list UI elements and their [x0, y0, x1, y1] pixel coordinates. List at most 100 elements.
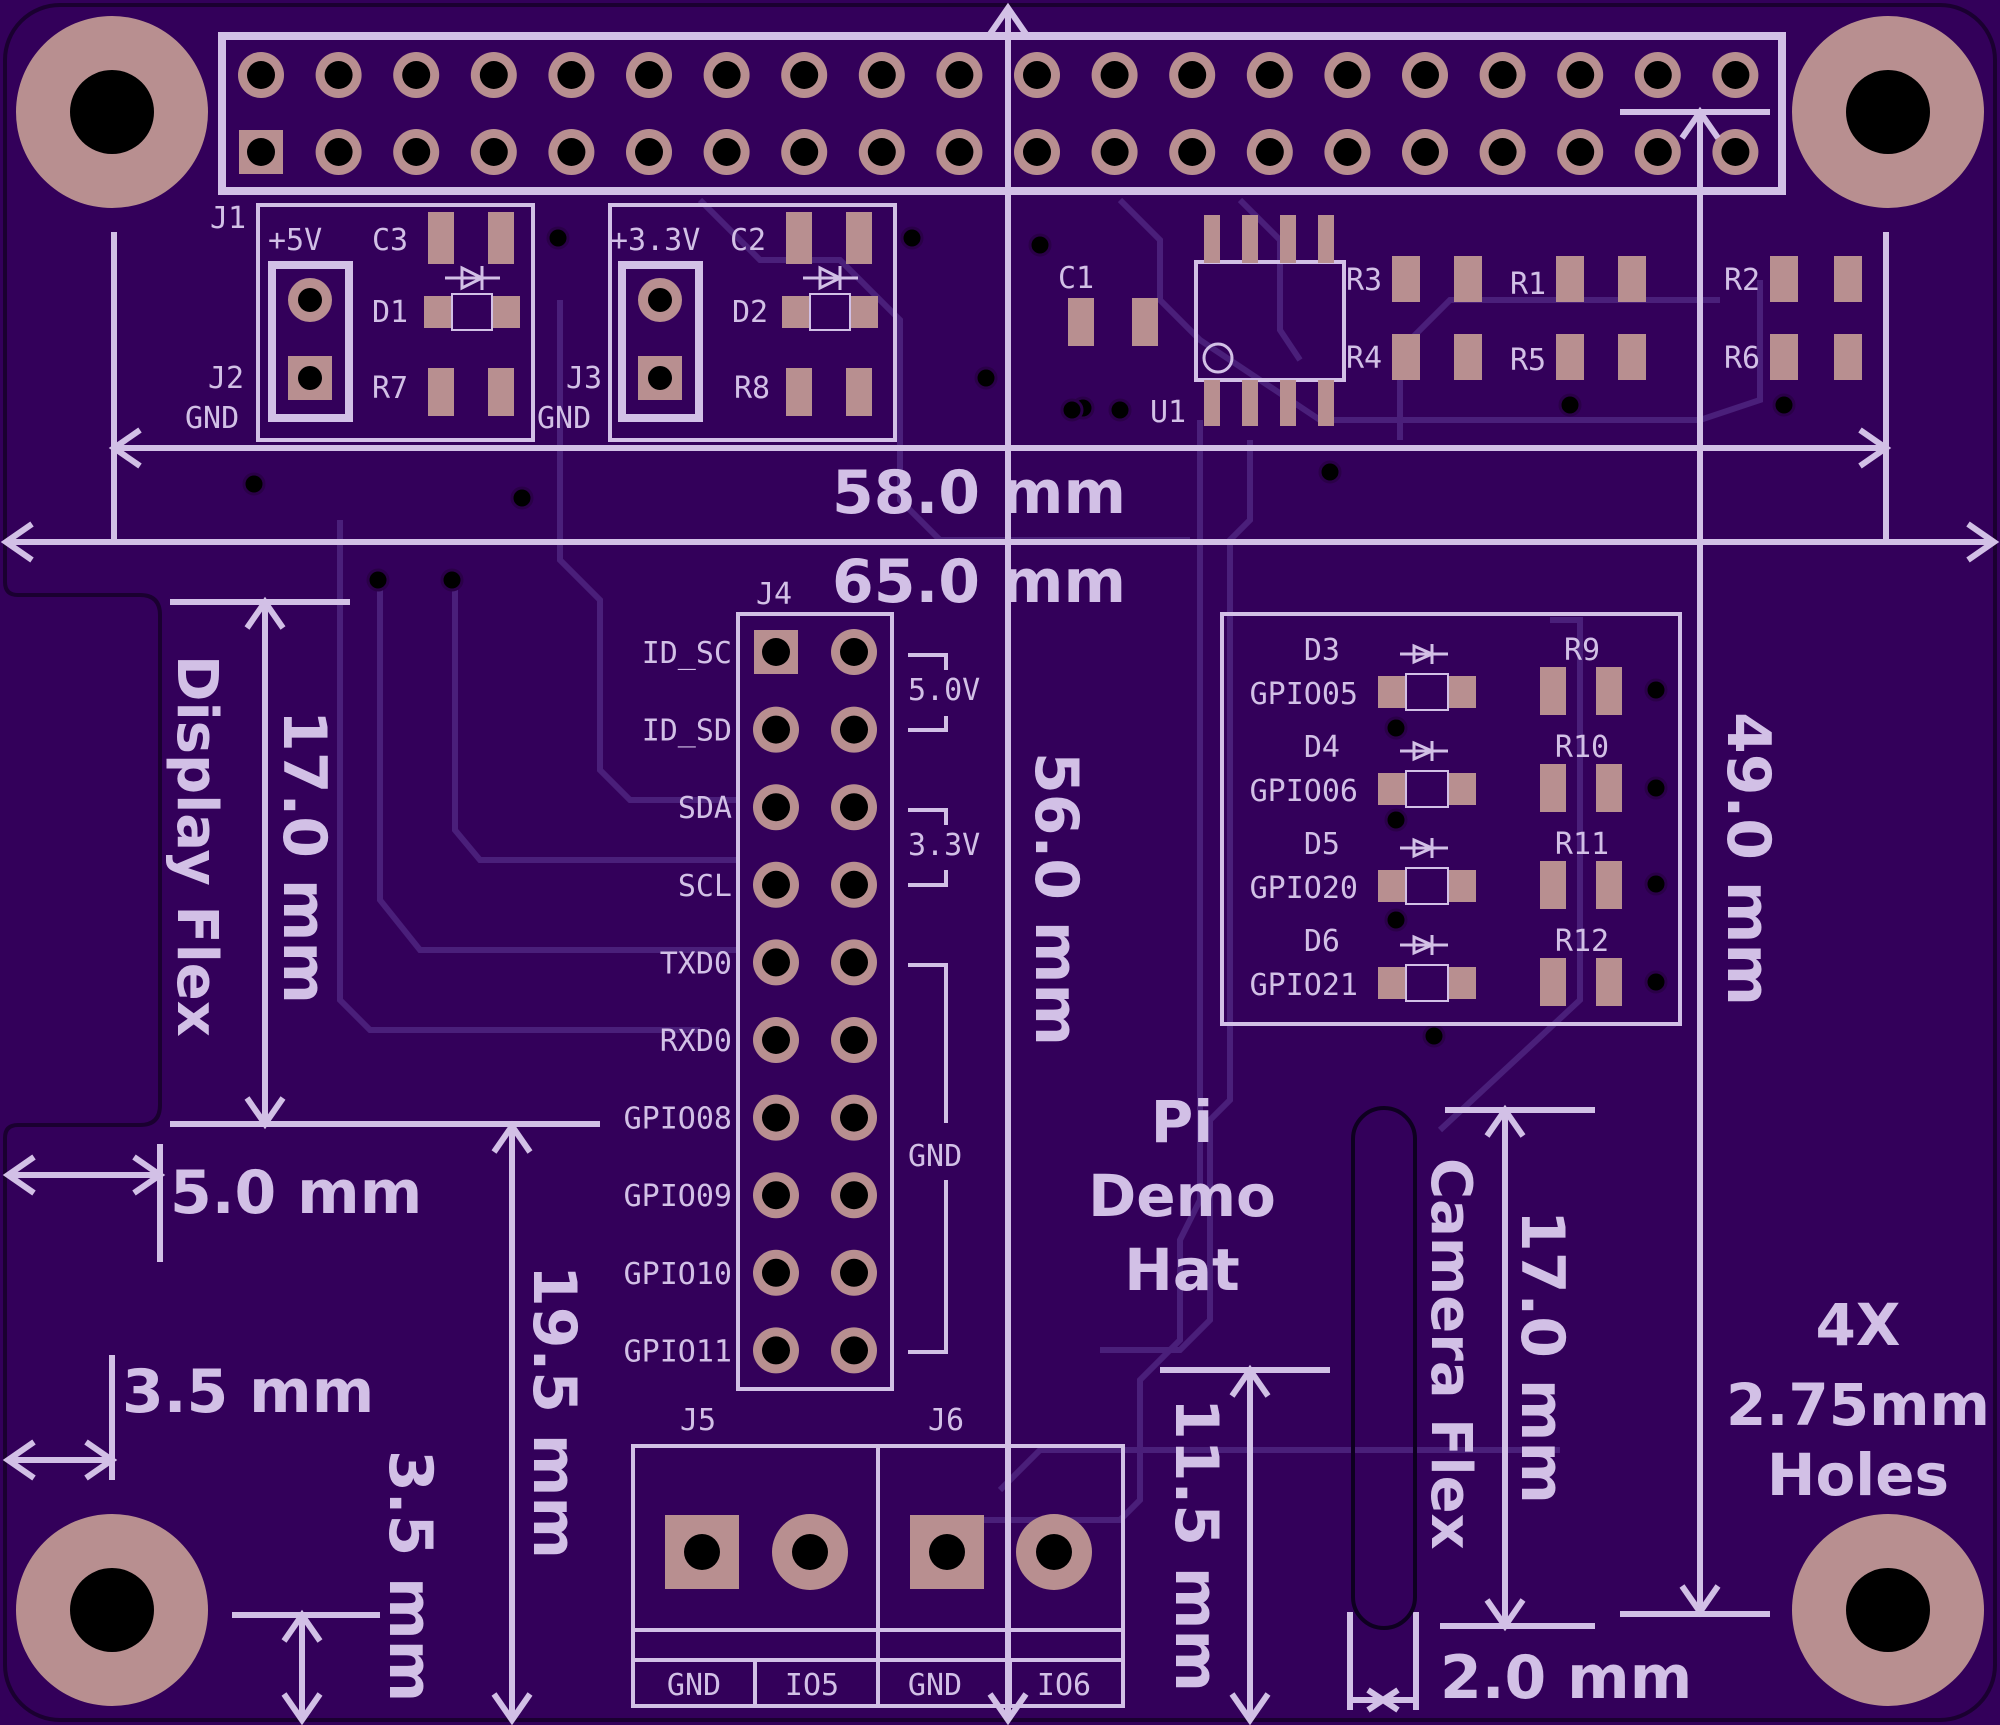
note-display-flex: Display Flex [164, 655, 229, 1037]
mounting-hole-tl [16, 16, 208, 208]
led-diode-label: D4 [1304, 730, 1340, 765]
label-j1: J1 [210, 201, 246, 236]
j4-pin-row: TXD0 [660, 939, 877, 986]
note-camera-flex: Camera Flex [1418, 1158, 1483, 1550]
via [1384, 716, 1408, 740]
j1-pin [703, 52, 750, 98]
j1-pin [470, 52, 517, 98]
j1-pin [1634, 52, 1681, 98]
u1-pin [1204, 380, 1220, 426]
dim-3-5mm-v: 3.5 mm [375, 1450, 445, 1702]
dim-56mm: 56.0 mm [1021, 752, 1091, 1046]
terminal-label-j5-io5: IO5 [785, 1668, 839, 1703]
dim-17mm-camera: 17.0 mm [1507, 1210, 1577, 1504]
camera-flex-slot [1351, 1106, 1417, 1630]
led-gpio-label: GPIO21 [1250, 968, 1358, 1003]
led-gpio-label: GPIO06 [1250, 774, 1358, 809]
label-r3: R3 [1346, 263, 1382, 298]
label-j5: J5 [680, 1403, 716, 1438]
via [1644, 872, 1668, 896]
j4-pin-label: ID_SC [642, 636, 732, 671]
led-block: D3GPIO05R9D4GPIO06R10D5GPIO20R11D6GPIO21… [1220, 612, 1682, 1026]
j1-pin [1091, 52, 1138, 98]
j4-pin-row: GPIO10 [624, 1249, 877, 1296]
label-c2: C2 [730, 223, 766, 258]
j1-pin [1246, 52, 1293, 98]
led-resistor-label: R12 [1555, 924, 1609, 959]
terminal-label-j6-gnd: GND [908, 1668, 962, 1703]
j1-pin [393, 129, 440, 175]
j1-pin [936, 129, 983, 175]
j1-pin [548, 52, 595, 98]
via [1060, 398, 1084, 422]
j1-pin [393, 52, 440, 98]
dim-5mm: 5.0 mm [170, 1158, 422, 1228]
via [1318, 460, 1342, 484]
j1-pin [781, 129, 828, 175]
j1-pin [858, 129, 905, 175]
label-r7: R7 [372, 371, 408, 406]
j1-pin [1324, 52, 1371, 98]
label-j3-gnd: GND [537, 401, 591, 436]
j1-pin [1479, 129, 1526, 175]
label-r6: R6 [1724, 341, 1760, 376]
led-resistor-label: R10 [1555, 730, 1609, 765]
label-3v3: +3.3V [610, 223, 700, 258]
u1-pin [1242, 215, 1258, 263]
j4-group-3v3: 3.3V [908, 828, 980, 863]
board-title-line3: Hat [1124, 1236, 1239, 1304]
j1-pin [315, 129, 362, 175]
dim-2mm: 2.0 mm [1440, 1643, 1692, 1713]
led-gpio-label: GPIO20 [1250, 871, 1358, 906]
j1-pin [470, 129, 517, 175]
terminal-label-j6-io6: IO6 [1037, 1668, 1091, 1703]
via [440, 568, 464, 592]
power-5v-block: +5V C3 D1 R7 J2 GND [185, 203, 535, 442]
j1-pin [1324, 129, 1371, 175]
j1-pin [1169, 52, 1216, 98]
ic-u1-block: U1 C1 R3 R4 R1 R5 R2 R6 [1058, 215, 1862, 430]
vias [242, 226, 1796, 1048]
label-u1: U1 [1150, 395, 1186, 430]
label-r8: R8 [734, 371, 770, 406]
j1-pin [1402, 129, 1448, 175]
j4-pin-label: RXD0 [660, 1024, 732, 1059]
board-outline [3, 3, 1997, 1722]
dim-58mm: 58.0 mm [832, 458, 1126, 528]
j1-pin [703, 129, 750, 175]
j1-pin [1246, 129, 1293, 175]
label-c3: C3 [372, 223, 408, 258]
via [1644, 776, 1668, 800]
via [974, 366, 998, 390]
j4-pin-label: GPIO09 [624, 1179, 732, 1214]
j1-pin [1402, 52, 1448, 98]
via [366, 568, 390, 592]
via [1644, 678, 1668, 702]
via [510, 486, 534, 510]
j1-pin [1091, 129, 1138, 175]
mounting-hole-br [1792, 1514, 1984, 1706]
label-c1: C1 [1058, 261, 1094, 296]
j4-pin-row: SCL [678, 861, 877, 908]
j4-pin-label: SDA [678, 791, 732, 826]
via [546, 226, 570, 250]
j4-pin-label: GPIO10 [624, 1257, 732, 1292]
label-j2-gnd: GND [185, 401, 239, 436]
via [1422, 1024, 1446, 1048]
j4-pin-row: SDA [678, 784, 877, 831]
j1-pin [239, 130, 283, 174]
mounting-hole-bl [16, 1514, 208, 1706]
u1-pin [1318, 215, 1334, 263]
j4-pin-label: SCL [678, 869, 732, 904]
j4-pin-label: TXD0 [660, 946, 732, 981]
j4-pin-row: GPIO09 [624, 1172, 877, 1219]
label-d1: D1 [372, 295, 408, 330]
j4-pin-label: GPIO08 [624, 1102, 732, 1137]
led-diode-label: D3 [1304, 633, 1340, 668]
led-diode-label: D6 [1304, 924, 1340, 959]
power-3v3-block: +3.3V C2 D2 R8 J3 GND [537, 203, 897, 442]
